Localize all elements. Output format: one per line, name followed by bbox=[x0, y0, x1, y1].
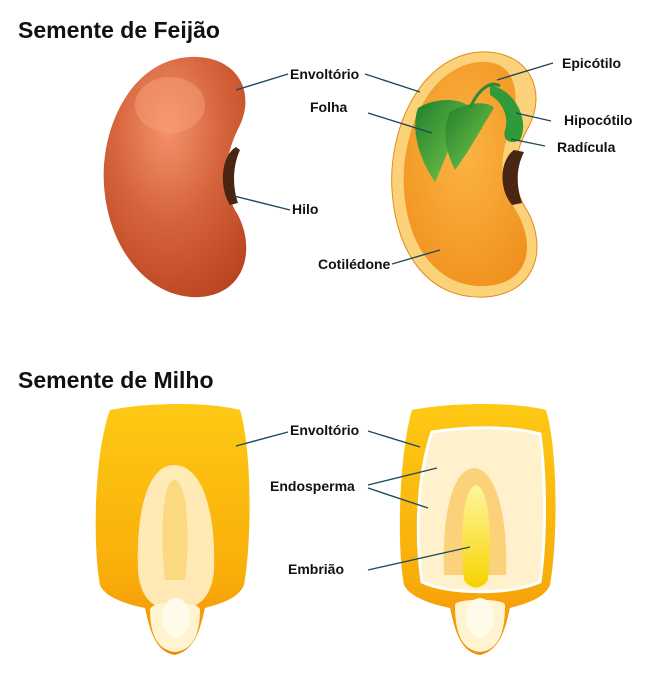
corn-title: Semente de Milho bbox=[18, 367, 214, 393]
label-hipocotilo: Hipocótilo bbox=[564, 112, 632, 128]
label-hilo: Hilo bbox=[292, 201, 318, 217]
label-envoltorio-bean: Envoltório bbox=[290, 66, 359, 82]
hypocotyl bbox=[490, 85, 524, 142]
whole-bean bbox=[103, 56, 247, 298]
label-radicula: Radícula bbox=[557, 139, 616, 155]
hilum bbox=[222, 147, 240, 205]
whole-corn bbox=[95, 404, 250, 655]
leader-lines bbox=[233, 62, 554, 571]
bean-section bbox=[391, 51, 538, 298]
label-endosperma: Endosperma bbox=[270, 478, 355, 494]
hilum bbox=[502, 150, 524, 205]
label-envoltorio-corn: Envoltório bbox=[290, 422, 359, 438]
label-embriao: Embrião bbox=[288, 561, 344, 577]
label-epicotilo: Epicótilo bbox=[562, 55, 621, 71]
leaf-2 bbox=[445, 103, 494, 170]
corn-section bbox=[399, 404, 556, 655]
label-folha: Folha bbox=[310, 99, 348, 115]
embryo bbox=[462, 485, 490, 588]
bean-title: Semente de Feijão bbox=[18, 17, 220, 43]
label-cotiledone: Cotilédone bbox=[318, 256, 391, 272]
